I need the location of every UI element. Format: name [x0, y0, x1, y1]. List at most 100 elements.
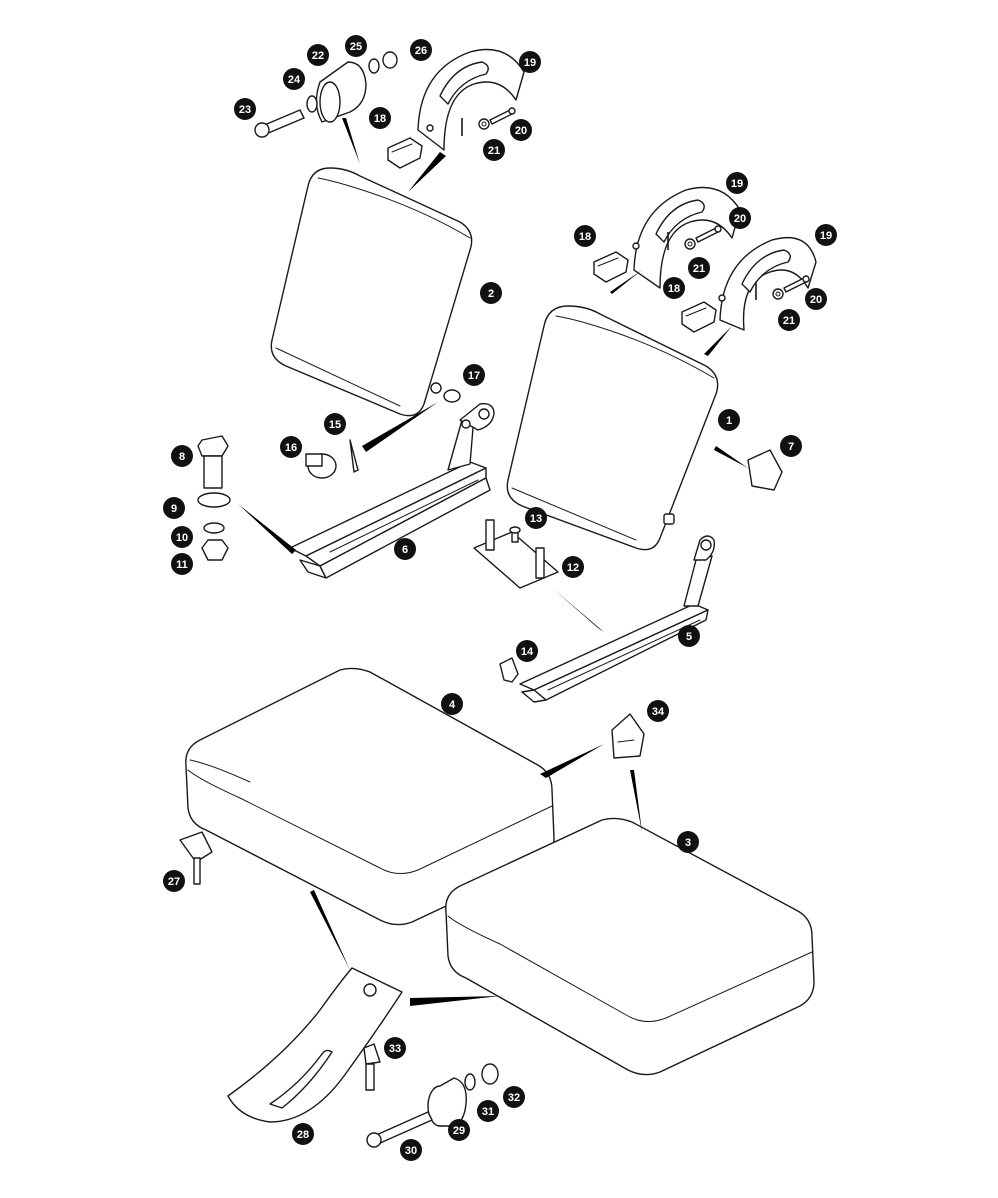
callout-19-a: 19	[519, 51, 541, 73]
svg-text:5: 5	[686, 631, 692, 643]
strap-bracket-28	[227, 967, 403, 1123]
callout-26: 26	[410, 39, 432, 61]
callout-18-a: 18	[369, 107, 391, 129]
callout-4: 4	[441, 693, 463, 715]
leader-lines	[238, 118, 748, 1006]
svg-text:18: 18	[374, 113, 386, 125]
callout-20-b: 20	[729, 207, 751, 229]
svg-text:4: 4	[449, 699, 456, 711]
svg-text:6: 6	[402, 544, 408, 556]
svg-text:19: 19	[820, 230, 832, 242]
washer-17	[443, 389, 461, 403]
callout-21-b: 21	[688, 257, 710, 279]
svg-text:18: 18	[579, 231, 591, 243]
callout-30: 30	[400, 1139, 422, 1161]
callout-29: 29	[448, 1119, 470, 1141]
svg-text:21: 21	[693, 263, 705, 275]
clip-18-b	[593, 251, 629, 283]
svg-text:33: 33	[389, 1043, 401, 1055]
svg-text:25: 25	[350, 41, 362, 53]
svg-text:22: 22	[312, 50, 324, 62]
svg-text:24: 24	[288, 74, 301, 86]
callout-16: 16	[280, 436, 302, 458]
svg-text:2: 2	[488, 288, 494, 300]
seat-back-left	[270, 167, 473, 417]
callout-17: 17	[463, 364, 485, 386]
clip-18-a	[387, 137, 423, 169]
hatch-marks	[461, 118, 757, 300]
lock-washer-10	[203, 522, 225, 534]
washer-25	[368, 58, 380, 74]
svg-text:15: 15	[329, 419, 341, 431]
callout-12: 12	[562, 556, 584, 578]
svg-text:23: 23	[239, 104, 251, 116]
screw-20-a	[478, 107, 516, 130]
callout-5: 5	[678, 625, 700, 647]
callouts: 1 2 3 4 5 6 7 8 9 10 11 12 13 14 15 16 1…	[163, 35, 837, 1161]
bolt-30	[366, 1111, 433, 1148]
washer-9	[197, 492, 231, 508]
bolt-8	[197, 435, 229, 489]
clip-18-c	[681, 301, 717, 333]
svg-text:1: 1	[726, 415, 732, 427]
callout-18-c: 18	[663, 277, 685, 299]
svg-text:31: 31	[482, 1106, 494, 1118]
callout-8: 8	[171, 445, 193, 467]
svg-text:19: 19	[731, 178, 743, 190]
washer-31	[464, 1073, 476, 1091]
callout-13: 13	[525, 507, 547, 529]
svg-text:30: 30	[405, 1145, 417, 1157]
callout-33: 33	[384, 1037, 406, 1059]
callout-18-b: 18	[574, 225, 596, 247]
callout-15: 15	[324, 413, 346, 435]
svg-text:26: 26	[415, 45, 427, 57]
screw-20-b	[684, 225, 722, 250]
callout-20-a: 20	[510, 119, 532, 141]
svg-text:20: 20	[810, 294, 822, 306]
mount-bracket-19-right	[718, 236, 817, 331]
bolt-23	[254, 109, 305, 138]
svg-text:29: 29	[453, 1125, 465, 1137]
callout-7: 7	[780, 435, 802, 457]
callout-14: 14	[516, 640, 538, 662]
hook-34	[611, 713, 645, 759]
seat-cushion-right	[445, 817, 815, 1076]
callout-25: 25	[345, 35, 367, 57]
svg-text:20: 20	[515, 125, 527, 137]
pin-16	[305, 453, 337, 479]
callout-19-b: 19	[726, 172, 748, 194]
callout-23: 23	[234, 98, 256, 120]
seat-back-right	[506, 305, 719, 551]
stop-block-7	[747, 449, 783, 491]
callout-1: 1	[718, 409, 740, 431]
washer-24	[306, 95, 318, 113]
callout-9: 9	[163, 497, 185, 519]
svg-text:10: 10	[176, 532, 188, 544]
callout-24: 24	[283, 68, 305, 90]
split-pin-15	[349, 439, 359, 473]
svg-text:34: 34	[652, 706, 665, 718]
svg-text:13: 13	[530, 513, 542, 525]
svg-text:16: 16	[285, 442, 297, 454]
svg-text:27: 27	[168, 876, 180, 888]
bushing-22	[315, 61, 367, 123]
svg-text:32: 32	[508, 1092, 520, 1104]
callout-21-a: 21	[483, 139, 505, 161]
callout-22: 22	[307, 44, 329, 66]
stud-27	[179, 831, 213, 885]
callout-20-c: 20	[805, 288, 827, 310]
rivet-13	[509, 526, 521, 543]
callout-19-c: 19	[815, 224, 837, 246]
svg-text:14: 14	[521, 646, 534, 658]
callout-3: 3	[677, 831, 699, 853]
seat-rail-left	[289, 403, 495, 579]
svg-text:19: 19	[524, 57, 536, 69]
callout-27: 27	[163, 870, 185, 892]
svg-text:12: 12	[567, 562, 579, 574]
clip-14	[499, 657, 519, 683]
callout-34: 34	[647, 700, 669, 722]
svg-text:11: 11	[176, 559, 188, 571]
svg-text:18: 18	[668, 283, 680, 295]
svg-text:17: 17	[468, 370, 480, 382]
